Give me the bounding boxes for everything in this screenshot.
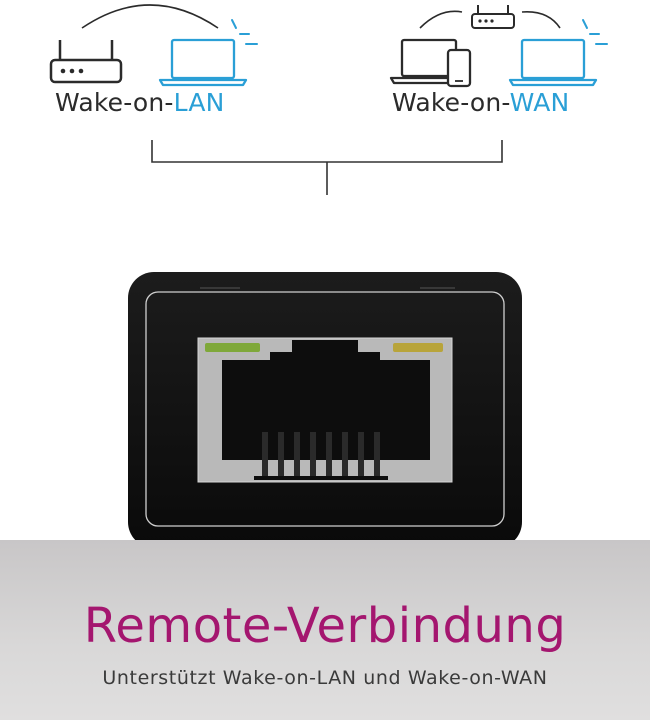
wan-label-highlight: WAN (509, 88, 570, 117)
wan-label-prefix: Wake-on- (392, 88, 510, 117)
diagram-graphics (49, 4, 608, 548)
bracket-connector (151, 140, 503, 195)
wake-on-wan-label: Wake-on-WAN (392, 88, 569, 117)
port-pins (262, 432, 380, 476)
bottom-banner (0, 540, 650, 720)
lan-label-prefix: Wake-on- (55, 88, 174, 117)
smartphone-icon (446, 48, 472, 88)
status-led-amber (393, 343, 443, 352)
router-icon (471, 5, 515, 29)
signal-waves-icon (231, 19, 258, 45)
port-frame (198, 338, 452, 482)
rj45-port-device (128, 272, 522, 548)
laptop-icon (158, 38, 248, 87)
subline: Unterstützt Wake-on-LAN und Wake-on-WAN (102, 667, 548, 689)
lan-connection-arc (81, 4, 219, 29)
port-cavity (222, 340, 430, 460)
status-led-green (205, 343, 260, 352)
wan-connection-arc-right (521, 11, 561, 29)
router-icon (49, 40, 123, 84)
headline: Remote-Verbindung (83, 598, 567, 654)
wan-connection-arc-left (419, 10, 463, 29)
wake-on-lan-label: Wake-on-LAN (55, 88, 225, 117)
lan-label-highlight: LAN (173, 88, 225, 117)
wake-diagram: Wake-on-LAN Wake-on-WAN (49, 4, 608, 548)
laptop-icon (508, 38, 598, 87)
signal-waves-icon (582, 19, 608, 45)
